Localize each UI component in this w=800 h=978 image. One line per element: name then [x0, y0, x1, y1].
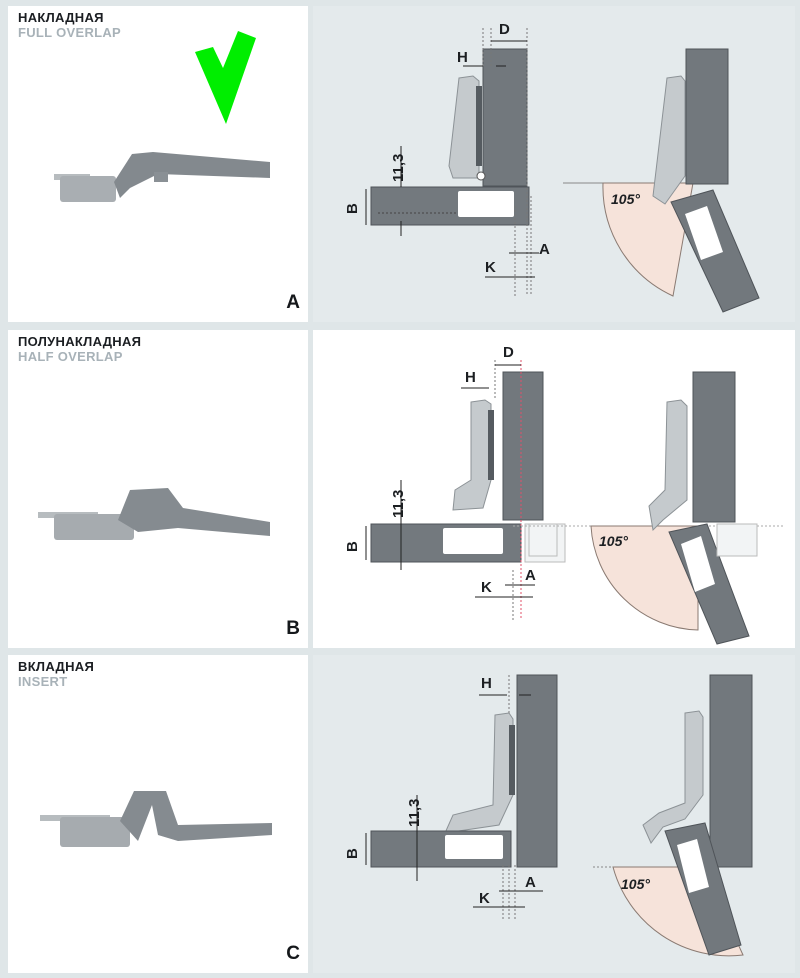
- title-en: FULL OVERLAP: [18, 25, 122, 40]
- label-k: K: [481, 579, 492, 596]
- panel-c-photo: ВКЛАДНАЯ INSERT C: [8, 655, 308, 973]
- label-a: A: [525, 567, 536, 584]
- hinge-photo-half-overlap: [38, 488, 270, 540]
- label-b: B: [344, 203, 361, 214]
- label-b: B: [344, 541, 361, 552]
- hinge-photo-full-overlap: [54, 31, 270, 202]
- diagram-half-overlap: D H 11,3 B A K 105°: [344, 344, 783, 645]
- label-k: K: [485, 259, 496, 276]
- title-en: HALF OVERLAP: [18, 349, 123, 364]
- label-angle: 105°: [599, 533, 628, 549]
- panel-letter: A: [286, 292, 300, 313]
- checkmark-icon: [195, 31, 256, 124]
- diagram-insert: H 11,3 B A K 105°: [344, 674, 753, 957]
- panel-a-diagram: D H 11,3 B A K 105°: [313, 6, 795, 322]
- title-ru: НАКЛАДНАЯ: [18, 10, 104, 25]
- diagram-full-overlap: D H 11,3 B A K 105°: [344, 21, 760, 313]
- panel-letter: C: [286, 943, 300, 964]
- panel-a-photo: НАКЛАДНАЯ FULL OVERLAP A: [8, 6, 308, 322]
- label-k: K: [479, 890, 490, 907]
- label-angle: 105°: [621, 876, 650, 892]
- opening-arc: [602, 182, 694, 297]
- label-d: D: [499, 21, 510, 38]
- label-b: B: [344, 848, 361, 859]
- door-panel: [482, 48, 528, 187]
- label-dim: 11,3: [406, 799, 423, 827]
- title-ru: ПОЛУНАКЛАДНАЯ: [18, 334, 142, 349]
- label-a: A: [525, 874, 536, 891]
- hinge-photo-insert: [40, 791, 272, 847]
- label-h: H: [457, 49, 468, 66]
- label-a: A: [539, 241, 550, 258]
- opening-arc: [590, 525, 699, 631]
- panel-b-diagram: D H 11,3 B A K 105°: [313, 330, 795, 648]
- title-ru: ВКЛАДНАЯ: [18, 659, 95, 674]
- label-dim: 11,3: [390, 154, 407, 182]
- label-h: H: [465, 369, 476, 386]
- panel-letter: B: [286, 618, 300, 639]
- label-dim: 11,3: [390, 490, 407, 518]
- label-angle: 105°: [611, 191, 640, 207]
- title-en: INSERT: [18, 674, 68, 689]
- panel-b-photo: ПОЛУНАКЛАДНАЯ HALF OVERLAP B: [8, 330, 308, 648]
- label-h: H: [481, 675, 492, 692]
- panel-c-diagram: H 11,3 B A K 105°: [313, 655, 795, 973]
- label-d: D: [503, 344, 514, 361]
